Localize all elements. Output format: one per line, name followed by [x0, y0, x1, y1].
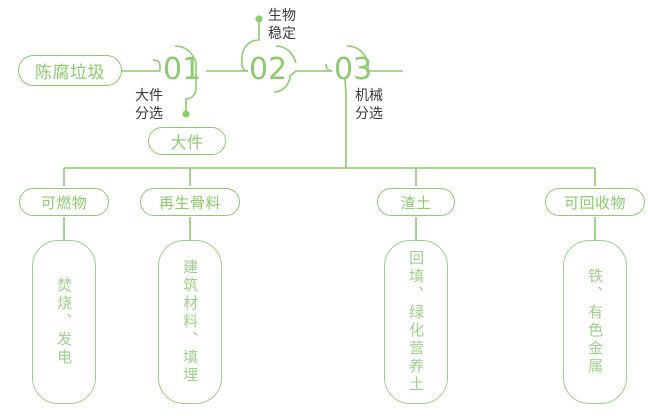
- output-pill-recyclables[interactable]: 可回收物: [545, 188, 645, 216]
- arc-02-bottom: [273, 70, 297, 93]
- arc-01-top: [174, 45, 197, 63]
- arc-03-top: [346, 45, 369, 63]
- result-box-slag-soil[interactable]: 回填、绿化营养土: [384, 240, 448, 404]
- stage-output-bulky[interactable]: 大件: [148, 127, 226, 155]
- result-box-combustibles[interactable]: 焚烧、发电: [32, 240, 96, 404]
- output-pill-recycled-aggregate[interactable]: 再生骨料: [140, 188, 240, 216]
- result-text-recyclables: 铁、有色金属: [586, 268, 605, 376]
- stage-number-03[interactable]: 03: [334, 52, 373, 87]
- branch-02-up-biological: [241, 20, 260, 72]
- arc-02-top: [275, 45, 297, 64]
- stage-number-01[interactable]: 01: [163, 52, 202, 87]
- stage-label-bulky-sorting: 大件 分选: [135, 88, 163, 122]
- result-text-combustibles: 焚烧、发电: [55, 277, 74, 367]
- dot-dajian-connector: [182, 110, 190, 118]
- result-box-recyclables[interactable]: 铁、有色金属: [563, 240, 627, 404]
- elbow-03-left: [325, 63, 333, 72]
- branch-03-down: [344, 77, 347, 168]
- dot-biological-connector: [255, 15, 263, 23]
- elbow-01-left: [152, 59, 161, 71]
- stage-number-02[interactable]: 02: [249, 52, 288, 87]
- source-node-stale-waste[interactable]: 陈腐垃圾: [18, 55, 122, 86]
- result-text-recycled-aggregate: 建筑材料、填埋: [181, 259, 200, 385]
- output-pill-slag-soil[interactable]: 渣土: [377, 188, 455, 216]
- branch-01-to-dajian: [185, 62, 197, 113]
- stage-label-biological-stabilization: 生物 稳定: [268, 8, 296, 42]
- result-text-slag-soil: 回填、绿化营养土: [407, 250, 426, 394]
- output-pill-combustibles[interactable]: 可燃物: [19, 188, 109, 216]
- stage-label-mechanical-sorting: 机械 分选: [355, 88, 383, 122]
- link-03-tail-right: [367, 62, 403, 72]
- result-box-recycled-aggregate[interactable]: 建筑材料、填埋: [158, 240, 222, 404]
